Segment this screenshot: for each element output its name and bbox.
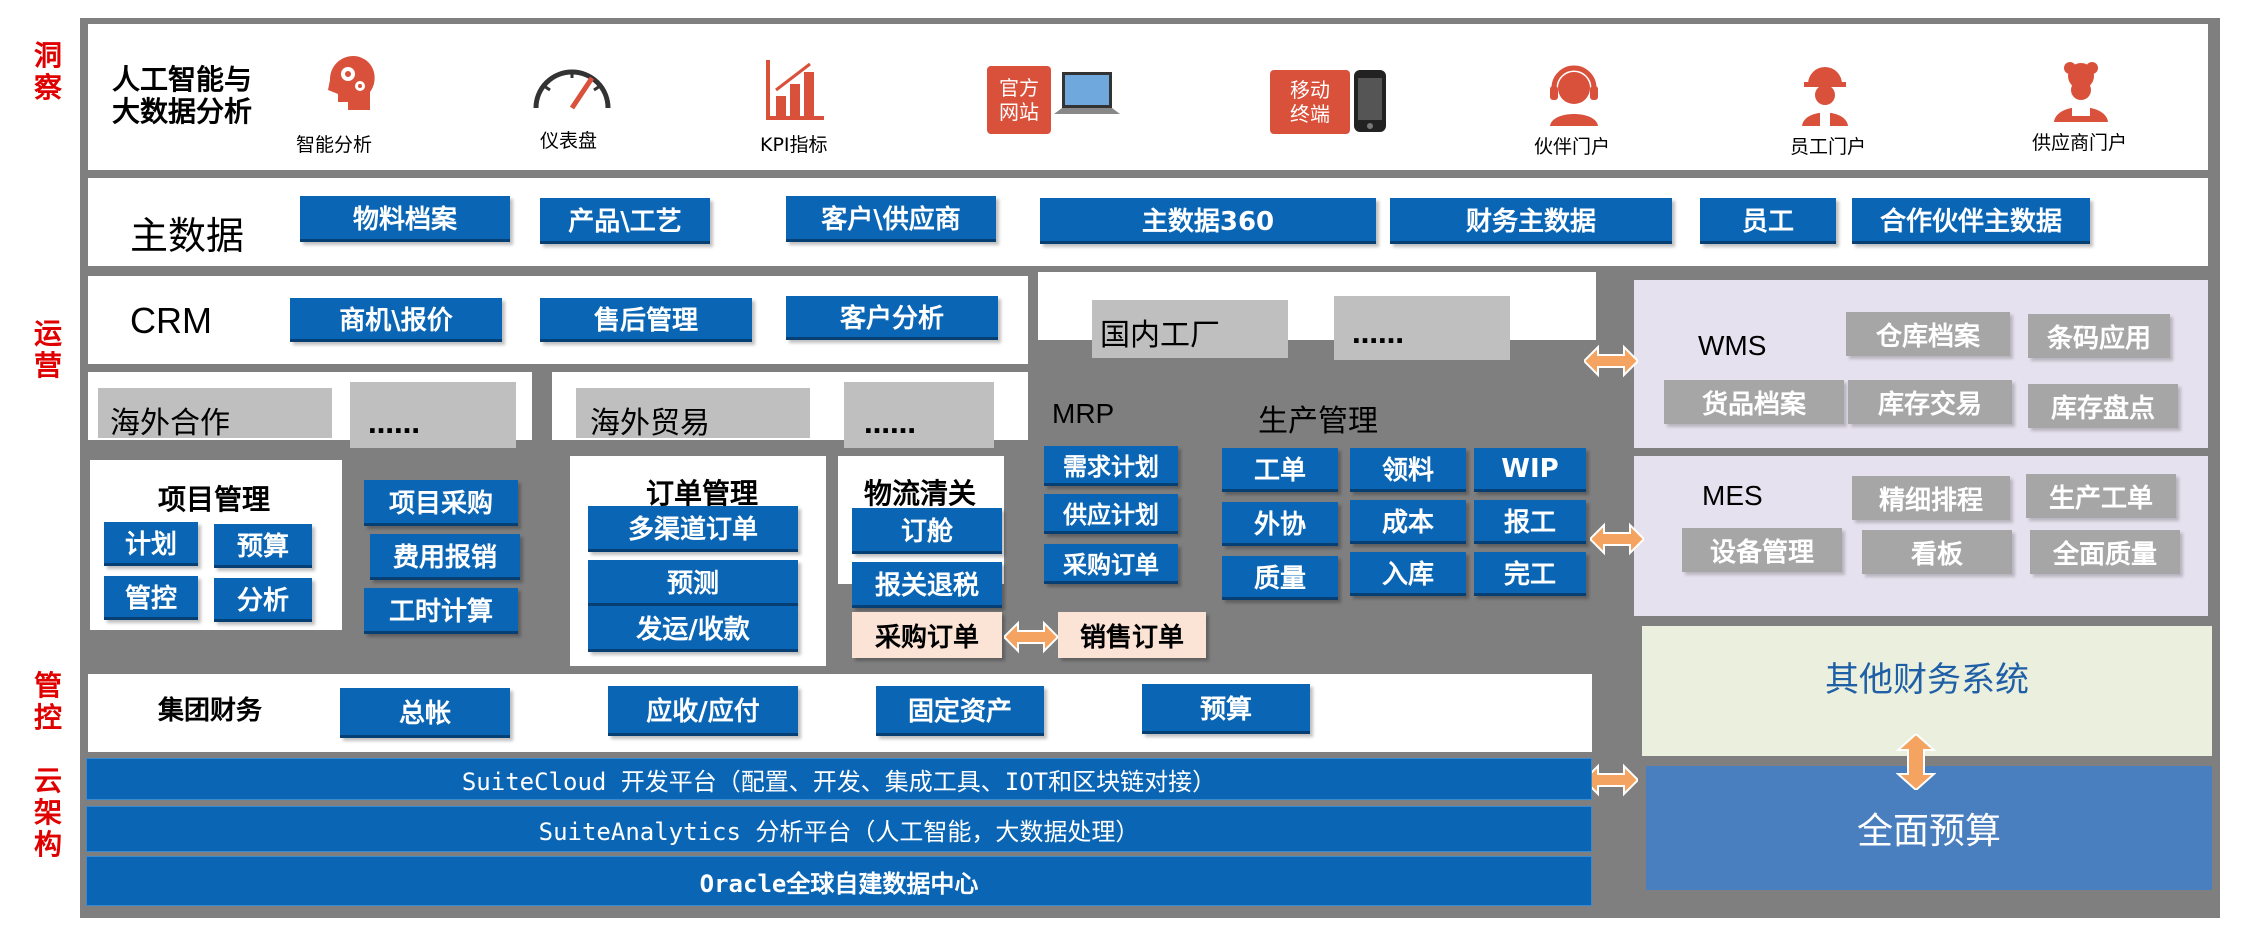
master-data-item-product[interactable]: 产品\工艺	[540, 198, 710, 244]
order-item-forecast[interactable]: 预测	[588, 560, 798, 606]
mes-arrow-icon	[1590, 522, 1644, 556]
suiteanalytics-bar: SuiteAnalytics 分析平台（人工智能，大数据处理）	[86, 806, 1592, 852]
master-data-item-finance[interactable]: 财务主数据	[1390, 198, 1672, 244]
domestic-more-label: ……	[1352, 320, 1404, 350]
icon-label-supplier-portal: 供应商门户	[2032, 128, 2127, 155]
finance-item-ledger[interactable]: 总帐	[340, 688, 510, 738]
mrp-item-demand[interactable]: 需求计划	[1044, 446, 1178, 486]
production-item-report[interactable]: 报工	[1474, 500, 1586, 544]
production-item-stockin[interactable]: 入库	[1350, 552, 1466, 596]
wms-item-barcode[interactable]: 条码应用	[2028, 314, 2170, 358]
master-data-item-employee[interactable]: 员工	[1700, 198, 1836, 244]
domestic-factory-label: 国内工厂	[1100, 310, 1220, 354]
production-item-issue[interactable]: 领料	[1350, 448, 1466, 492]
logistics-title: 物流清关	[864, 472, 976, 512]
project-side-expense[interactable]: 费用报销	[370, 534, 520, 580]
icon-label-dashboard: 仪表盘	[540, 126, 597, 153]
crm-title: CRM	[130, 300, 212, 342]
mes-item-production-order[interactable]: 生产工单	[2026, 474, 2176, 518]
overseas-coop-label: 海外合作	[110, 398, 230, 442]
project-item-analysis[interactable]: 分析	[214, 578, 312, 622]
headset-user-icon	[1544, 64, 1604, 128]
finance-item-budget[interactable]: 预算	[1142, 684, 1310, 734]
laptop-icon	[1054, 68, 1120, 126]
project-side-timesheet[interactable]: 工时计算	[364, 588, 518, 634]
group-finance-panel	[88, 674, 1592, 752]
wms-item-transaction[interactable]: 库存交易	[1848, 380, 2012, 424]
icon-label-smart-analysis: 智能分析	[296, 130, 372, 157]
wms-title: WMS	[1698, 330, 1766, 362]
logistics-item-booking[interactable]: 订舱	[852, 508, 1002, 554]
production-item-workorder[interactable]: 工单	[1222, 448, 1338, 492]
mrp-title: MRP	[1052, 398, 1114, 430]
sales-order-box[interactable]: 销售订单	[1058, 612, 1206, 658]
head-gears-icon	[320, 50, 380, 125]
insight-title: 人工智能与 大数据分析	[112, 64, 252, 128]
icon-label-kpi: KPI指标	[760, 130, 828, 157]
project-item-budget[interactable]: 预算	[214, 524, 312, 568]
side-label-insight: 洞察	[28, 40, 68, 104]
website-tile: 官方 网站	[987, 66, 1051, 134]
production-item-outsource[interactable]: 外协	[1222, 502, 1338, 546]
project-title: 项目管理	[158, 478, 270, 518]
other-finance-title: 其他财务系统	[1825, 652, 2029, 701]
master-data-item-360[interactable]: 主数据360	[1040, 198, 1376, 244]
order-item-multichannel[interactable]: 多渠道订单	[588, 506, 798, 552]
overseas-trade-more-label: ……	[864, 410, 916, 440]
mes-item-scheduling[interactable]: 精细排程	[1852, 476, 2010, 520]
side-label-operations: 运营	[28, 318, 68, 382]
cloud-arrow-icon	[1584, 763, 1638, 797]
double-arrow-icon	[1004, 620, 1058, 654]
wms-item-stocktake[interactable]: 库存盘点	[2028, 384, 2178, 428]
mrp-item-purchase[interactable]: 采购订单	[1044, 544, 1178, 584]
supplier-user-icon	[2050, 58, 2112, 124]
worker-helmet-icon	[1798, 62, 1852, 128]
crm-item-customer-analysis[interactable]: 客户分析	[786, 296, 998, 340]
crm-item-opportunity[interactable]: 商机\报价	[290, 298, 502, 342]
mobile-tile: 移动 终端	[1270, 70, 1350, 134]
suitecloud-bar: SuiteCloud 开发平台（配置、开发、集成工具、IOT和区块链对接）	[86, 758, 1592, 800]
master-data-item-material[interactable]: 物料档案	[300, 196, 510, 242]
finance-item-fixed-assets[interactable]: 固定资产	[876, 686, 1044, 736]
insight-panel	[88, 24, 2208, 170]
master-data-item-customer[interactable]: 客户\供应商	[786, 196, 996, 242]
side-label-control: 管控	[28, 670, 68, 734]
master-data-item-partner[interactable]: 合作伙伴主数据	[1852, 198, 2090, 244]
gauge-icon	[530, 58, 614, 114]
order-item-shipping[interactable]: 发运/收款	[588, 606, 798, 652]
overseas-coop-more-label: ……	[368, 410, 420, 440]
project-side-purchase[interactable]: 项目采购	[364, 480, 518, 526]
purchase-order-box[interactable]: 采购订单	[852, 612, 1002, 658]
mobile-phone-icon	[1352, 68, 1388, 134]
vertical-arrow-icon	[1896, 734, 1936, 790]
wms-item-warehouse[interactable]: 仓库档案	[1846, 312, 2010, 356]
mes-item-kanban[interactable]: 看板	[1862, 530, 2012, 574]
oracle-datacenter-bar: Oracle全球自建数据中心	[86, 856, 1592, 906]
logistics-item-customs[interactable]: 报关退税	[852, 562, 1002, 608]
bar-chart-icon	[764, 56, 828, 122]
overseas-trade-label: 海外贸易	[590, 398, 710, 442]
project-item-control[interactable]: 管控	[104, 576, 198, 620]
production-item-cost[interactable]: 成本	[1350, 500, 1466, 544]
mes-item-equipment[interactable]: 设备管理	[1682, 528, 1842, 572]
mrp-item-supply[interactable]: 供应计划	[1044, 494, 1178, 534]
group-finance-title: 集团财务	[158, 690, 262, 727]
mes-item-quality[interactable]: 全面质量	[2030, 530, 2180, 574]
mes-title: MES	[1702, 480, 1763, 512]
crm-item-after-sales[interactable]: 售后管理	[540, 298, 752, 342]
production-item-wip[interactable]: WIP	[1474, 448, 1586, 492]
wms-item-goods[interactable]: 货品档案	[1664, 380, 1844, 424]
icon-label-employee-portal: 员工门户	[1790, 132, 1866, 159]
icon-label-partner-portal: 伙伴门户	[1534, 132, 1610, 159]
production-item-quality[interactable]: 质量	[1222, 556, 1338, 600]
side-label-cloud: 云架构	[28, 765, 68, 861]
full-budget-title: 全面预算	[1857, 802, 2001, 854]
production-item-complete[interactable]: 完工	[1474, 552, 1586, 596]
master-data-title: 主数据	[130, 205, 244, 260]
wms-arrow-icon	[1584, 344, 1638, 378]
production-title: 生产管理	[1258, 396, 1378, 440]
finance-item-ar-ap[interactable]: 应收/应付	[608, 686, 798, 736]
project-item-plan[interactable]: 计划	[104, 522, 198, 566]
